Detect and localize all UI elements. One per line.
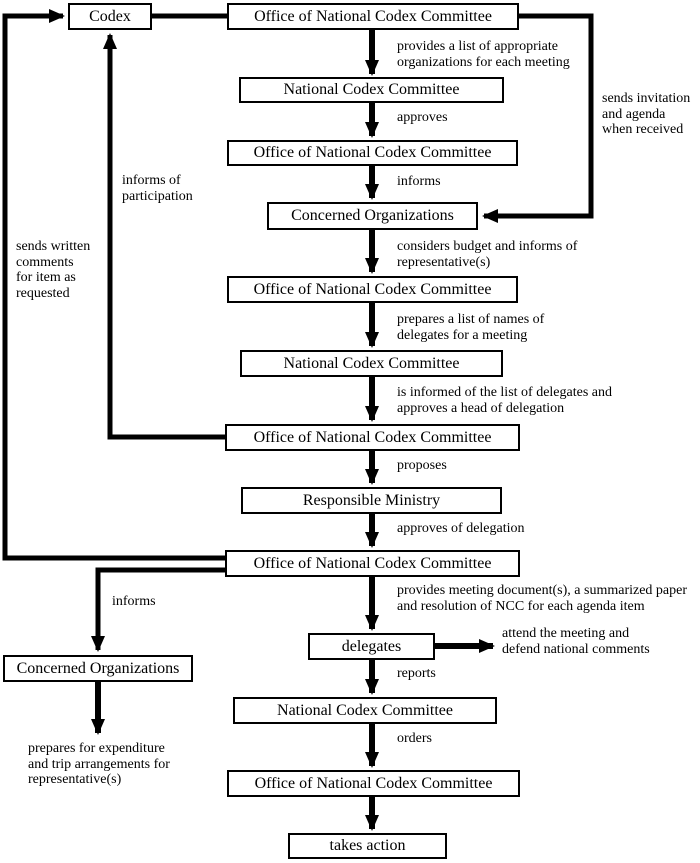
- edge-sends-written-comments: [2, 9, 225, 561]
- node-office-2: Office of National Codex Committee: [227, 140, 518, 166]
- label-informs-concerned: informs: [397, 174, 441, 189]
- node-ncc-2: National Codex Committee: [240, 350, 503, 377]
- node-delegates: delegates: [308, 633, 435, 660]
- node-ncc-1: National Codex Committee: [239, 77, 504, 103]
- node-ncc-3: National Codex Committee: [233, 697, 497, 724]
- node-codex: Codex: [68, 3, 152, 30]
- label-informs-participation: informs of participation: [122, 173, 193, 204]
- node-office-6: Office of National Codex Committee: [227, 770, 520, 797]
- edge-sends-invitation: [482, 13, 594, 223]
- label-sends-written: sends written comments for item as reque…: [16, 239, 91, 302]
- node-concerned-1: Concerned Organizations: [267, 202, 478, 230]
- label-approves: approves: [397, 110, 448, 125]
- label-prepares-expenditure: prepares for expenditure and trip arrang…: [28, 741, 170, 788]
- edge-informs-org: [91, 567, 225, 652]
- node-office-4: Office of National Codex Committee: [225, 424, 520, 451]
- label-proposes: proposes: [397, 458, 447, 473]
- label-attend-meeting: attend the meeting and defend national c…: [502, 626, 650, 657]
- label-reports: reports: [397, 666, 436, 681]
- node-office-5: Office of National Codex Committee: [225, 550, 520, 577]
- label-approves-delegation: approves of delegation: [397, 521, 525, 536]
- node-office-3: Office of National Codex Committee: [227, 276, 518, 303]
- label-provides-list: provides a list of appropriate organizat…: [397, 39, 570, 70]
- label-prepares-names: prepares a list of names of delegates fo…: [397, 312, 545, 343]
- label-orders: orders: [397, 731, 432, 746]
- node-concerned-2: Concerned Organizations: [3, 655, 193, 682]
- label-is-informed: is informed of the list of delegates and…: [397, 385, 612, 416]
- label-provides-documents: provides meeting document(s), a summariz…: [397, 583, 688, 614]
- node-takes-action: takes action: [288, 833, 447, 859]
- label-sends-invitation: sends invitation and agenda when receive…: [602, 91, 691, 138]
- edge-informs-participation: [103, 33, 225, 440]
- node-office-1: Office of National Codex Committee: [227, 3, 519, 30]
- node-ministry: Responsible Ministry: [241, 487, 502, 514]
- label-considers-budget: considers budget and informs of represen…: [397, 239, 578, 270]
- label-informs-org: informs: [112, 594, 156, 609]
